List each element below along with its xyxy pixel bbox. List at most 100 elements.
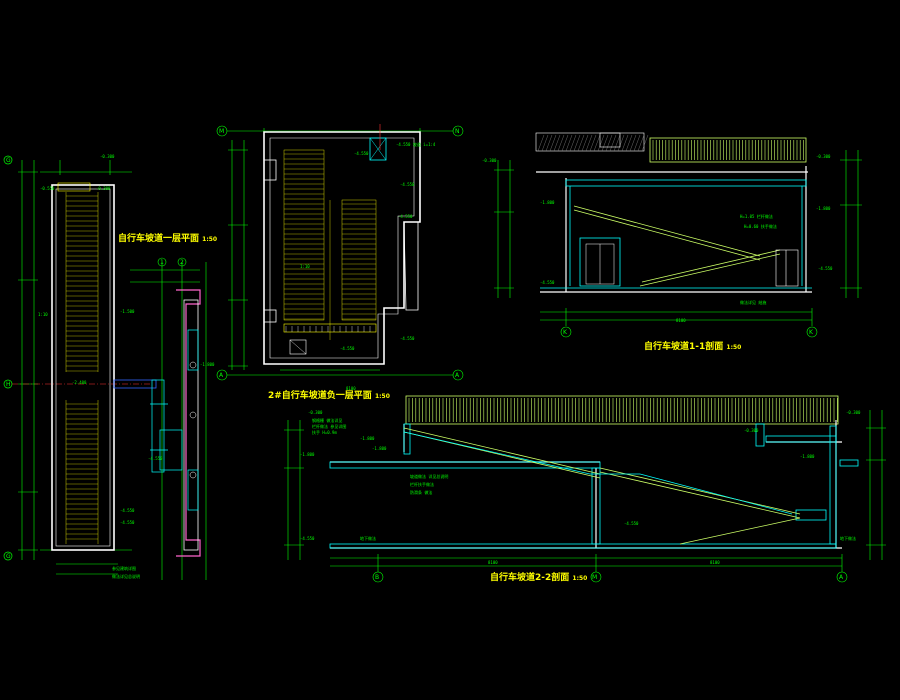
cad-hatch-line (641, 134, 649, 152)
grid-text-g1: G (6, 157, 11, 164)
cad-hatch-line (629, 134, 637, 152)
cad-hatch-line (601, 134, 609, 152)
dim-label: -4.550 (540, 280, 555, 285)
note-label: 坡道做法 详见总说明 (410, 473, 448, 479)
dim-label: 8100 (346, 386, 356, 391)
dim-label: -4.550 (120, 520, 135, 525)
dim-label: 1:10 (300, 264, 310, 269)
dim-label: -1.800 (372, 446, 387, 451)
title-plan-1f-scale: 1:50 (202, 236, 217, 243)
dim-label: -4.550 (400, 182, 415, 187)
cad-hatch-line (625, 134, 633, 152)
grid-label-left-mid: H (6, 381, 11, 388)
title-section-2-2: 自行车坡道2-2剖面 1:50 (490, 571, 587, 583)
grid-text-g2: G (6, 553, 11, 560)
note-label: 地下做法 (360, 535, 376, 541)
dim-label: 8100 (488, 560, 498, 565)
title-plan-ramp2-scale: 1:50 (375, 393, 390, 400)
note-label: 做法详见 结施 (740, 299, 766, 305)
cad-hatch-line (593, 134, 601, 152)
note-label: 参见建筑详图 (112, 565, 136, 571)
dim-label: 8100 (710, 560, 720, 565)
grid-text-n: N (455, 128, 460, 135)
dim-label: -4.550 (624, 521, 639, 526)
plan-bicycle-ramp-1f: G H G -0.300 -0.300 -1.500 1:10 -2.400 -… (3, 154, 217, 579)
cad-hatch-line (561, 134, 569, 152)
dim-label: 8100 (676, 318, 686, 323)
dim-label: -0.300 (744, 428, 759, 433)
note-label: 做法详见总说明 (112, 573, 140, 579)
cad-hatch-line (605, 134, 613, 152)
dim-label: -0.300 (308, 410, 323, 415)
cad-hatch-line (589, 134, 597, 152)
cad-hatch-line (585, 134, 593, 152)
section-1-1: K K -0.300 (482, 132, 862, 352)
grid-text-a2: A (455, 372, 460, 379)
title-section-2-2-scale: 1:50 (572, 575, 587, 582)
dim-label: -4.550 (120, 508, 135, 513)
title-plan-1f: 自行车坡道一层平面 1:50 (118, 232, 217, 244)
note-label: H=1.05 栏杆做法 (740, 213, 773, 219)
dim-label: -1.800 (800, 454, 815, 459)
dim-label: -0.550 (40, 186, 55, 191)
title-section-2-2-text: 自行车坡道2-2剖面 (490, 571, 569, 583)
cad-hatch-line (545, 134, 553, 152)
dim-label: -4.550 (300, 536, 315, 541)
grid-label-left-top: G (6, 157, 11, 164)
dim-label: -4.550 (354, 151, 369, 156)
grid-text-1: 1 (160, 259, 164, 266)
cad-hatch-line (609, 134, 617, 152)
dim-label: -4.550 (148, 456, 163, 461)
grid-text-m2: M (592, 574, 597, 581)
cad-hatch-line (565, 134, 573, 152)
dim-label: -4.550 (340, 346, 355, 351)
grid-text-h: H (6, 381, 11, 388)
grid-text-b: B (375, 574, 379, 581)
grid-label-left-bot: G (6, 553, 11, 560)
cad-hatch-line (537, 134, 545, 152)
grid-text-a3: A (839, 574, 844, 581)
cad-hatch-line (621, 134, 629, 152)
note-label: H=0.60 扶手做法 (744, 223, 777, 229)
plan-partial-core: 1 2 -4.550 -4.550 -1.800 (120, 257, 215, 580)
dim-label: -0.300 (846, 410, 861, 415)
dim-label: -1.800 (200, 362, 215, 367)
cad-hatch-line (569, 134, 577, 152)
dim-label: -0.300 (482, 158, 497, 163)
cad-hatch-line (541, 134, 549, 152)
dim-label: -4.550 (398, 214, 413, 219)
title-section-1-1-text: 自行车坡道1-1剖面 (644, 340, 723, 352)
note-label: 防滑条 做法 (410, 489, 432, 495)
grid-text-a1: A (219, 372, 224, 379)
section-2-2: B M A (284, 395, 886, 583)
grid-text-m: M (219, 128, 224, 135)
note-label: 钢格栅 做法详见 (312, 417, 342, 423)
cad-hatch-line (577, 134, 585, 152)
cad-hatch-line (637, 134, 645, 152)
dim-label: 1:10 (38, 312, 48, 317)
dim-label: -1.800 (816, 206, 831, 211)
dim-label: -0.300 (816, 154, 831, 159)
title-plan-1f-text: 自行车坡道一层平面 (118, 232, 199, 244)
title-section-1-1-scale: 1:50 (726, 344, 741, 351)
title-plan-ramp2: 2#自行车坡道负一层平面 1:50 (268, 389, 390, 401)
title-plan-ramp2-text: 2#自行车坡道负一层平面 (268, 389, 372, 401)
cad-hatch-line (617, 134, 625, 152)
title-section-1-1: 自行车坡道1-1剖面 1:50 (644, 340, 741, 352)
dim-label: -4.550 (818, 266, 833, 271)
note-label: 栏杆做法 参见详图 (312, 423, 346, 429)
cad-hatch-line (633, 134, 641, 152)
dim-label: -1.800 (300, 452, 315, 457)
cad-hatch-line (557, 134, 565, 152)
grid-text-2: 2 (180, 259, 184, 266)
cad-hatch-line (573, 134, 581, 152)
cad-hatch-line (613, 134, 621, 152)
note-label: 栏杆扶手做法 (410, 481, 434, 487)
dim-label: -4.550 坡道 i=1:4 (396, 141, 436, 147)
note-label: 地下做法 (840, 535, 856, 541)
dim-label: -0.300 (100, 154, 115, 159)
dim-label: -4.550 (400, 336, 415, 341)
note-label: 扶手 H=0.9m (312, 429, 337, 435)
grid-text-k2: K (809, 329, 814, 336)
grid-text-k1: K (563, 329, 568, 336)
